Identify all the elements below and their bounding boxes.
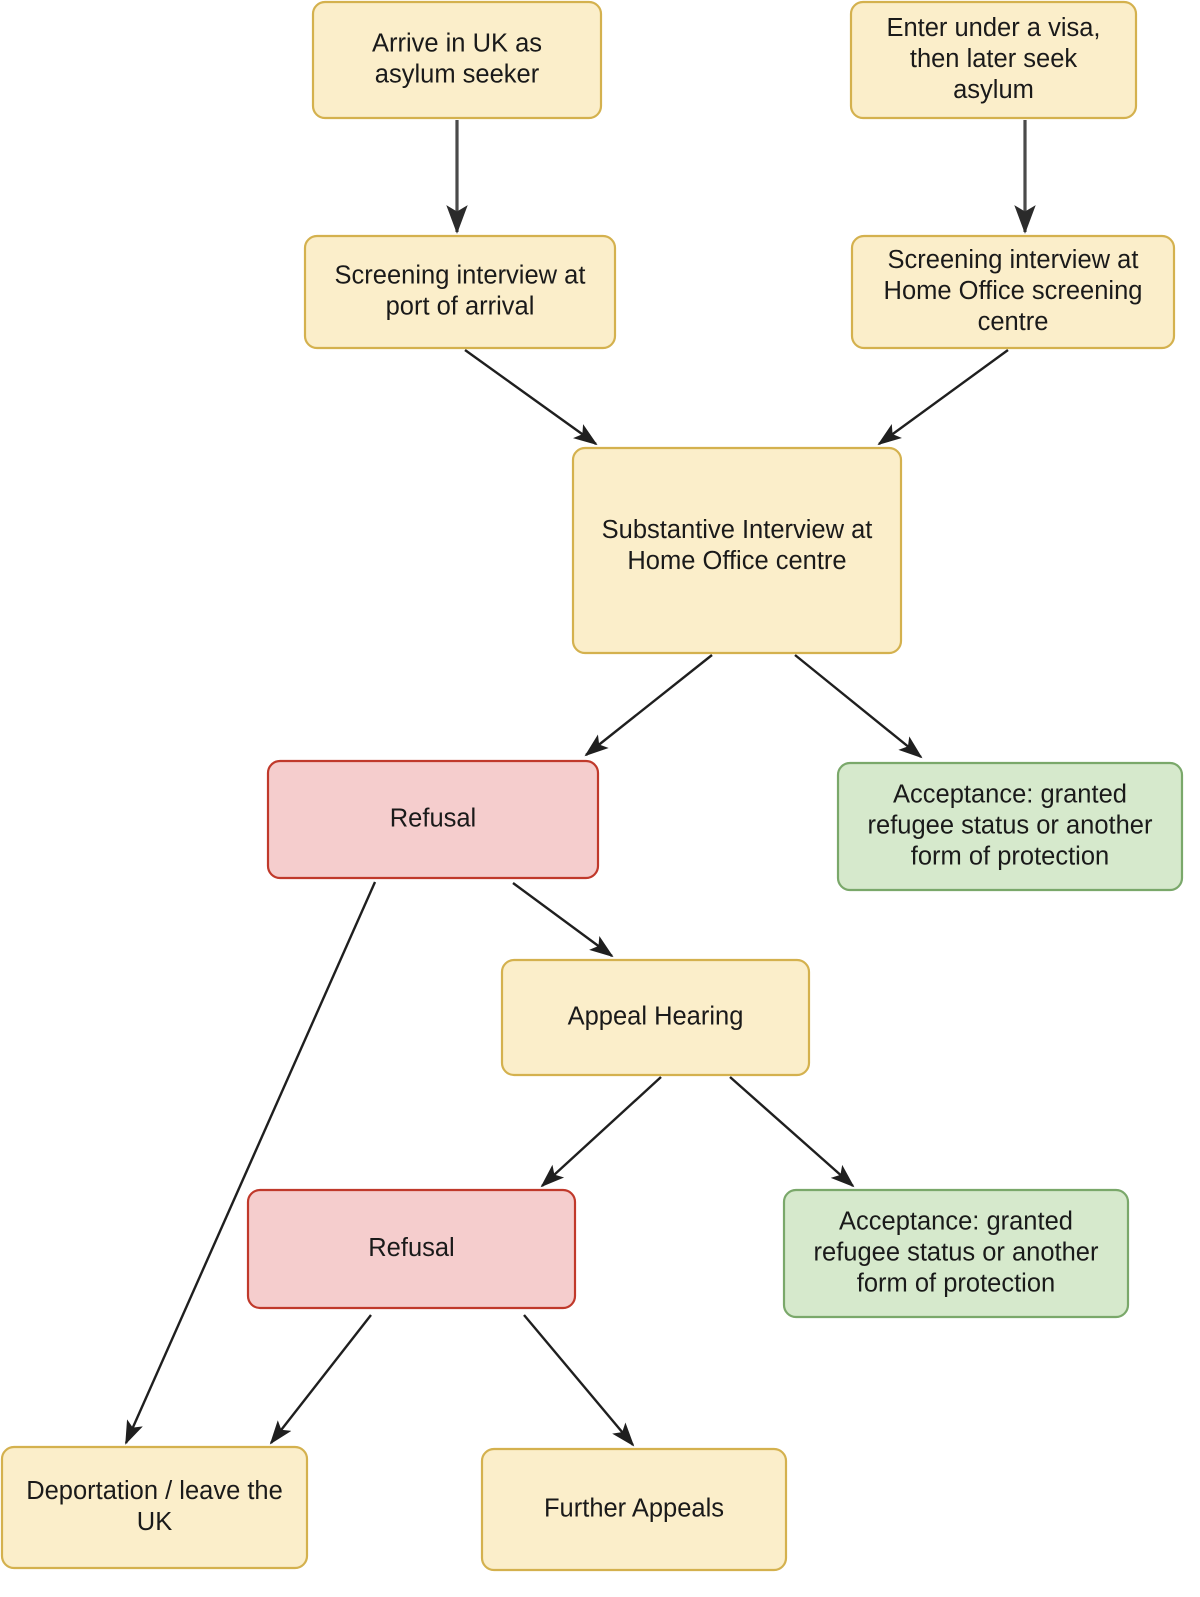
edge-appeal-to-refusal-2	[540, 1076, 662, 1188]
node-label-line: Refusal	[368, 1234, 454, 1262]
node-label-screening-port: Screening interview at port of arrival	[335, 261, 586, 320]
node-label-line: Acceptance: granted	[839, 1207, 1073, 1235]
node-label-line: Home Office centre	[627, 547, 846, 575]
node-acceptance-1[interactable]: Acceptance: granted refugee status or ano…	[836, 761, 1184, 892]
node-label-enter-visa: Enter under a visa, then later seek asylum	[886, 14, 1100, 104]
node-label-line: refugee status or another	[868, 811, 1153, 839]
node-label-acceptance-2: Acceptance: granted refugee status or ano…	[814, 1207, 1099, 1297]
nodes-layer: Arrive in UK as asylum seeker Enter under …	[0, 0, 1184, 1572]
node-further-appeals[interactable]: Further Appeals	[480, 1447, 788, 1572]
node-screening-port[interactable]: Screening interview at port of arrival	[303, 234, 617, 350]
node-box-arrive-uk[interactable]	[311, 0, 603, 120]
node-label-line: UK	[137, 1508, 172, 1536]
node-label-arrive-uk: Arrive in UK as asylum seeker	[372, 29, 542, 88]
node-box-appeal-hearing[interactable]	[500, 958, 811, 1077]
node-label-line: Deportation / leave the	[26, 1477, 283, 1505]
node-substantive-interview[interactable]: Substantive Interview at Home Office cent…	[571, 446, 903, 655]
edge-substantive-to-acceptance-1	[794, 654, 923, 759]
node-label-line: Home Office screening	[884, 277, 1143, 305]
node-label-line: Arrive in UK as	[372, 29, 542, 57]
node-label-further-appeals: Further Appeals	[544, 1494, 724, 1522]
node-box-refusal-2[interactable]	[246, 1188, 577, 1310]
node-label-line: centre	[978, 308, 1049, 336]
edge-appeal-to-acceptance-2	[729, 1076, 855, 1188]
node-acceptance-2[interactable]: Acceptance: granted refugee status or ano…	[782, 1188, 1130, 1319]
node-refusal-1[interactable]: Refusal	[266, 759, 600, 880]
node-label-line: Further Appeals	[544, 1494, 724, 1522]
node-label-line: asylum	[953, 76, 1034, 104]
node-label-line: Appeal Hearing	[568, 1002, 744, 1030]
node-refusal-2[interactable]: Refusal	[246, 1188, 577, 1310]
node-label-refusal-2: Refusal	[368, 1234, 454, 1262]
node-box-screening-home-office[interactable]	[850, 234, 1176, 350]
node-appeal-hearing[interactable]: Appeal Hearing	[500, 958, 811, 1077]
node-box-acceptance-1[interactable]	[836, 761, 1184, 892]
node-box-screening-port[interactable]	[303, 234, 617, 350]
node-label-appeal-hearing: Appeal Hearing	[568, 1002, 744, 1030]
node-box-refusal-1[interactable]	[266, 759, 600, 880]
node-box-acceptance-2[interactable]	[782, 1188, 1130, 1319]
edges-layer	[124, 120, 1036, 1447]
node-label-acceptance-1: Acceptance: granted refugee status or ano…	[868, 780, 1153, 870]
node-label-line: form of protection	[857, 1269, 1055, 1297]
node-label-line: Enter under a visa,	[886, 14, 1100, 42]
node-label-line: Refusal	[390, 804, 476, 832]
node-label-refusal-1: Refusal	[390, 804, 476, 832]
edge-refusal-2-to-deportation	[269, 1314, 372, 1445]
edge-refusal-2-to-further-appeals	[523, 1314, 635, 1447]
node-box-substantive-interview[interactable]	[571, 446, 903, 655]
node-label-screening-home-office: Screening interview at Home Office screen…	[884, 246, 1143, 336]
node-box-deportation[interactable]	[0, 1445, 309, 1570]
edge-refusal-1-to-appeal	[512, 882, 614, 958]
node-screening-home-office[interactable]: Screening interview at Home Office screen…	[850, 234, 1176, 350]
edge-substantive-to-refusal-1	[584, 654, 713, 757]
node-label-substantive-interview: Substantive Interview at Home Office cent…	[602, 516, 873, 575]
node-label-line: then later seek	[910, 45, 1078, 73]
node-label-line: Screening interview at	[335, 261, 586, 289]
node-label-line: port of arrival	[386, 292, 535, 320]
node-box-enter-visa[interactable]	[849, 0, 1138, 120]
node-arrive-uk[interactable]: Arrive in UK as asylum seeker	[311, 0, 603, 120]
node-label-line: form of protection	[911, 842, 1109, 870]
node-label-line: Acceptance: granted	[893, 780, 1127, 808]
node-label-line: asylum seeker	[375, 60, 540, 88]
edge-screening-home-office-to-substantive	[877, 349, 1009, 446]
node-box-further-appeals[interactable]	[480, 1447, 788, 1572]
node-label-line: Screening interview at	[888, 246, 1139, 274]
node-label-line: Substantive Interview at	[602, 516, 873, 544]
node-enter-visa[interactable]: Enter under a visa, then later seek asylum	[849, 0, 1138, 120]
edge-refusal-1-to-deportation	[124, 881, 377, 1445]
edge-screening-port-to-substantive	[464, 349, 598, 446]
node-label-line: refugee status or another	[814, 1238, 1099, 1266]
